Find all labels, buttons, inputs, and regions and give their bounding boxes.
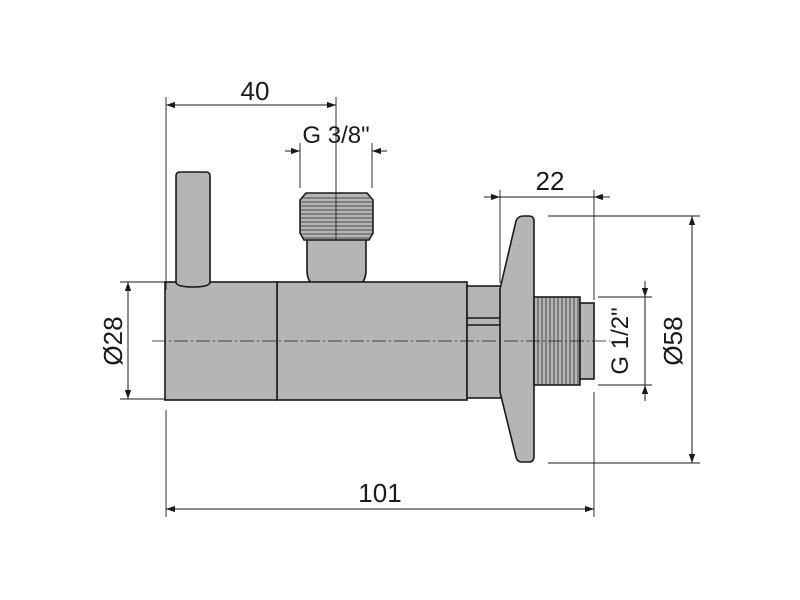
dim-handle-offset: 40	[165, 76, 337, 290]
dim-label-g38: G 3/8"	[302, 122, 369, 149]
dim-body-diameter: Ø28	[98, 281, 170, 400]
valve-part	[164, 171, 595, 463]
dim-overall-length: 101	[165, 392, 595, 517]
dim-label-g12: G 1/2"	[607, 307, 634, 374]
dim-label-d28: Ø28	[98, 316, 128, 365]
dim-label-40: 40	[241, 76, 270, 106]
dim-label-101: 101	[358, 478, 401, 508]
outlet-thread-nut	[299, 192, 374, 241]
dim-outlet-thread: G 3/8"	[285, 122, 387, 188]
body-collar	[466, 285, 502, 399]
dim-inlet-length: 22	[484, 166, 610, 300]
dim-flange-diameter: Ø58	[548, 215, 700, 464]
handle-lever	[175, 171, 211, 288]
outlet-thread-lines	[300, 197, 373, 239]
dim-inlet-thread: G 1/2"	[598, 281, 652, 401]
wall-flange	[499, 215, 535, 463]
dim-label-d58: Ø58	[658, 316, 688, 365]
dim-label-22: 22	[536, 166, 565, 196]
